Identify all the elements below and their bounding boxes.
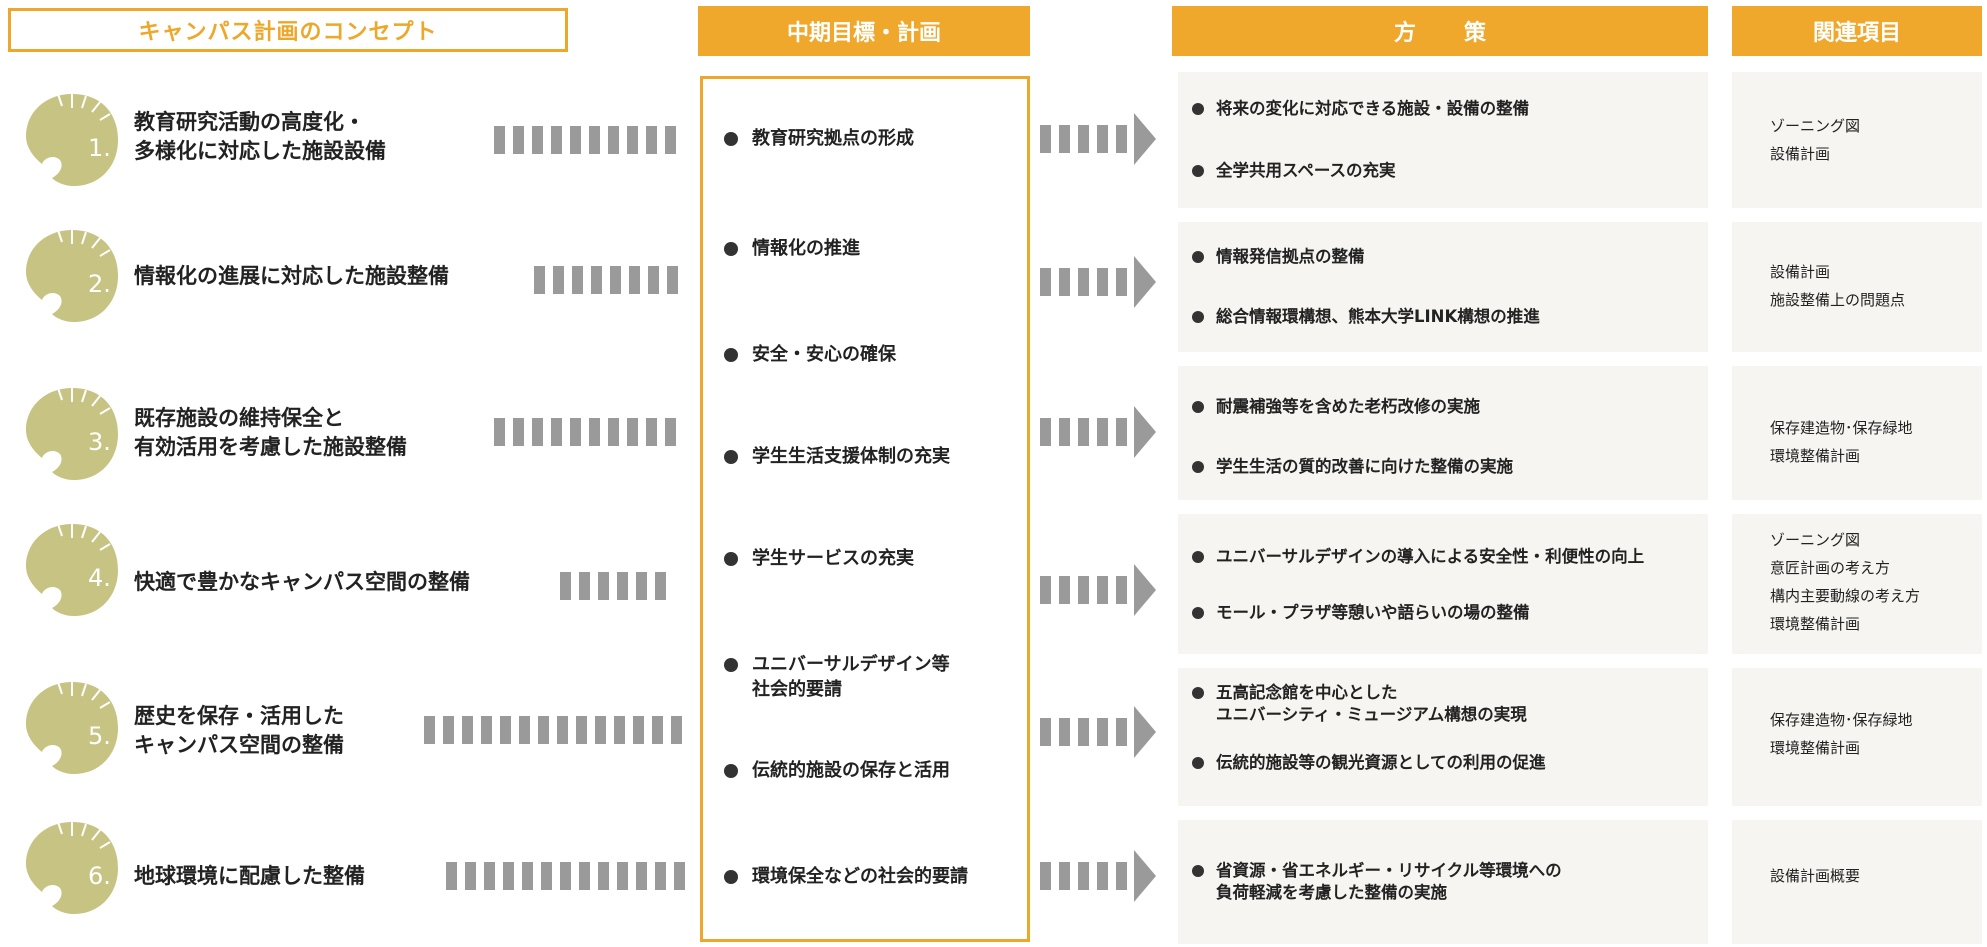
goal-item: 安全・安心の確保	[724, 342, 896, 367]
concept-label: 地球環境に配慮した整備	[134, 864, 365, 888]
measure-item: 省資源・省エネルギー・リサイクル等環境への負荷軽減を考慮した整備の実施	[1192, 860, 1562, 904]
arrow-connector	[1040, 406, 1156, 458]
leaf-icon: 6.	[24, 820, 120, 916]
concept-row: 5. 歴史を保存・活用したキャンパス空間の整備	[0, 680, 1040, 800]
arrow-connector	[1040, 564, 1156, 616]
concept-row: 6. 地球環境に配慮した整備	[0, 820, 1040, 940]
concept-label: 歴史を保存・活用したキャンパス空間の整備	[134, 704, 344, 757]
measure-panel	[1178, 668, 1708, 806]
concept-number: 4.	[88, 564, 111, 592]
goal-item: 環境保全などの社会的要請	[724, 864, 968, 889]
related-list: ゾーニング図意匠計画の考え方構内主要動線の考え方環境整備計画	[1770, 531, 1921, 633]
related-list: 設備計画概要	[1770, 867, 1861, 885]
goal-item: 学生生活支援体制の充実	[724, 444, 950, 469]
measure-item: モール・プラザ等憩いや語らいの場の整備	[1192, 602, 1530, 624]
measure-item: 伝統的施設等の観光資源としての利用の促進	[1192, 752, 1546, 774]
concept-number: 2.	[88, 270, 111, 298]
measure-item: 将来の変化に対応できる施設・設備の整備	[1192, 98, 1529, 120]
leaf-icon: 5.	[24, 680, 120, 776]
related-panel	[1732, 366, 1982, 500]
leaf-icon: 1.	[24, 92, 120, 188]
goal-item: 学生サービスの充実	[724, 546, 914, 571]
measure-panel	[1178, 514, 1708, 654]
concept-row: 1. 教育研究活動の高度化・多様化に対応した施設設備	[0, 92, 1040, 212]
arrow-connector	[1040, 113, 1156, 165]
concept-row: 4. 快適で豊かなキャンパス空間の整備	[0, 522, 1040, 642]
measure-panel	[1178, 366, 1708, 500]
dash-connector	[446, 862, 685, 890]
measure-item: 学生生活の質的改善に向けた整備の実施	[1192, 456, 1513, 478]
related-panel	[1732, 820, 1982, 944]
dash-connector	[494, 418, 676, 446]
measure-panel	[1178, 820, 1708, 944]
related-list: ゾーニング図設備計画	[1770, 117, 1861, 163]
related-header: 関連項目	[1732, 6, 1982, 56]
leaf-icon: 4.	[24, 522, 120, 618]
concept-row: 2. 情報化の進展に対応した施設整備	[0, 228, 1040, 348]
related-panel	[1732, 72, 1982, 208]
measure-item: 情報発信拠点の整備	[1192, 246, 1365, 268]
leaf-icon: 2.	[24, 228, 120, 324]
concept-label: 快適で豊かなキャンパス空間の整備	[134, 570, 470, 594]
leaf-icon: 3.	[24, 386, 120, 482]
dash-connector	[424, 716, 682, 744]
concept-label: 情報化の進展に対応した施設整備	[134, 264, 449, 288]
measure-item: 総合情報環構想、熊本大学LINK構想の推進	[1192, 306, 1540, 328]
goal-item: 教育研究拠点の形成	[724, 126, 914, 151]
dash-connector	[534, 266, 678, 294]
dash-connector	[560, 572, 666, 600]
measure-item: 耐震補強等を含めた老朽改修の実施	[1192, 396, 1480, 418]
concept-row: 3. 既存施設の維持保全と有効活用を考慮した施設整備	[0, 386, 1040, 506]
concept-number: 6.	[88, 862, 111, 890]
concept-label: 教育研究活動の高度化・多様化に対応した施設設備	[134, 110, 386, 163]
measure-item: 全学共用スペースの充実	[1192, 160, 1396, 182]
mid-goals-header: 中期目標・計画	[698, 6, 1030, 56]
measure-item: ユニバーサルデザインの導入による安全性・利便性の向上	[1192, 546, 1644, 568]
measure-item: 五高記念館を中心としたユニバーシティ・ミュージアム構想の実現	[1192, 682, 1527, 726]
concept-header: キャンパス計画のコンセプト	[8, 8, 568, 52]
arrow-connector	[1040, 706, 1156, 758]
measure-panel	[1178, 222, 1708, 352]
related-list: 設備計画施設整備上の問題点	[1770, 263, 1906, 309]
concept-number: 3.	[88, 428, 111, 456]
related-list: 保存建造物･保存緑地環境整備計画	[1770, 419, 1913, 465]
measures-header: 方策	[1172, 6, 1708, 56]
goal-item: 情報化の推進	[724, 236, 860, 261]
concept-number: 1.	[88, 134, 111, 162]
related-panel	[1732, 222, 1982, 352]
dash-connector	[494, 126, 676, 154]
goal-item: ユニバーサルデザイン等社会的要請	[724, 652, 950, 702]
measure-panel	[1178, 72, 1708, 208]
mid-goals-box	[700, 76, 1030, 942]
arrow-connector	[1040, 850, 1156, 902]
related-panel	[1732, 668, 1982, 806]
related-panel	[1732, 514, 1982, 654]
related-list: 保存建造物･保存緑地環境整備計画	[1770, 711, 1913, 757]
arrow-connector	[1040, 256, 1156, 308]
concept-number: 5.	[88, 722, 111, 750]
goal-item: 伝統的施設の保存と活用	[724, 758, 950, 783]
concept-label: 既存施設の維持保全と有効活用を考慮した施設整備	[134, 406, 407, 459]
